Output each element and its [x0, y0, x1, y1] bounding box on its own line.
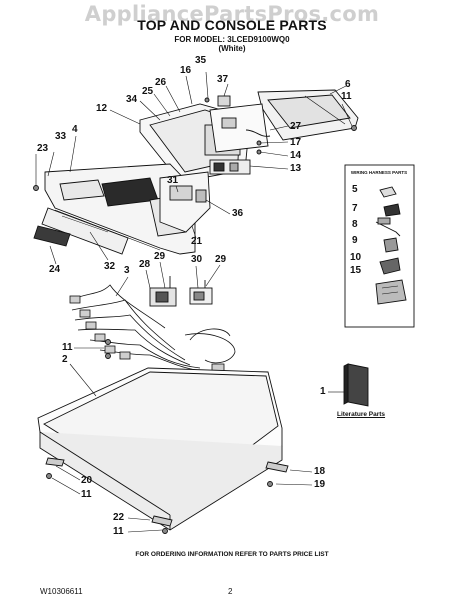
callout-11-top: 11: [341, 91, 352, 102]
callout-29-left: 29: [154, 251, 166, 262]
callout-11-mid: 11: [62, 342, 73, 353]
callout-14: 14: [290, 150, 302, 161]
callout-8: 8: [352, 219, 358, 230]
hinges: [45, 457, 289, 527]
callout-28: 28: [139, 259, 151, 270]
callout-31: 31: [167, 175, 179, 186]
wiring-harness-box: [344, 164, 415, 328]
page-number: 2: [228, 587, 233, 596]
callout-20: 20: [81, 475, 93, 486]
switch-components: [149, 276, 213, 307]
color-line: (White): [218, 44, 246, 53]
encoder-knob: [217, 95, 231, 107]
callout-34: 34: [126, 94, 138, 105]
callout-1: 1: [320, 386, 326, 397]
callout-17: 17: [290, 137, 302, 148]
callout-29-right: 29: [215, 254, 227, 265]
callout-25: 25: [142, 86, 154, 97]
literature-booklet: [343, 363, 369, 407]
relay-module: [159, 171, 211, 233]
callout-23: 23: [37, 143, 49, 154]
callout-33: 33: [55, 131, 67, 142]
callout-15: 15: [350, 265, 362, 276]
console-back-panel: [257, 89, 359, 141]
callout-36: 36: [232, 208, 244, 219]
callout-32: 32: [104, 261, 116, 272]
ordering-info: FOR ORDERING INFORMATION REFER TO PARTS …: [135, 551, 329, 558]
dryer-top-panel: [37, 367, 283, 531]
wiring-harness-title: WIRING HARNESS PARTS: [350, 170, 408, 175]
circuit-board: [209, 103, 271, 153]
callout-13: 13: [290, 163, 302, 174]
callout-4: 4: [72, 124, 78, 135]
callout-18: 18: [314, 466, 326, 477]
callout-9: 9: [352, 235, 358, 246]
callout-11-bottom: 11: [113, 526, 124, 537]
sub-board: [209, 159, 251, 175]
callout-19: 19: [314, 479, 326, 490]
callout-10: 10: [350, 252, 362, 263]
callout-35: 35: [195, 55, 207, 66]
page-title: TOP AND CONSOLE PARTS: [137, 17, 327, 33]
callout-26: 26: [155, 77, 167, 88]
display-lens: [33, 225, 71, 247]
graphic-overlay: [41, 207, 129, 255]
document-number: W10306611: [40, 587, 83, 596]
callout-27: 27: [290, 121, 302, 132]
callout-16: 16: [180, 65, 192, 76]
callout-24: 24: [49, 264, 61, 275]
callout-7: 7: [352, 203, 358, 214]
watermark: AppliancePartsPros.com: [84, 2, 380, 26]
callout-37: 37: [217, 74, 229, 85]
callout-5: 5: [352, 184, 358, 195]
literature-parts-label: Literature Parts: [337, 411, 386, 418]
callout-6: 6: [345, 79, 351, 90]
callout-12: 12: [96, 103, 108, 114]
callout-2: 2: [62, 354, 68, 365]
callout-3: 3: [124, 265, 130, 276]
model-line: FOR MODEL: 3LCED9100WQ0: [174, 35, 290, 44]
leader-lines: [35, 71, 353, 533]
callout-22: 22: [113, 512, 125, 523]
callout-11-lower: 11: [81, 489, 92, 500]
callout-21: 21: [191, 236, 203, 247]
callout-30: 30: [191, 254, 203, 265]
